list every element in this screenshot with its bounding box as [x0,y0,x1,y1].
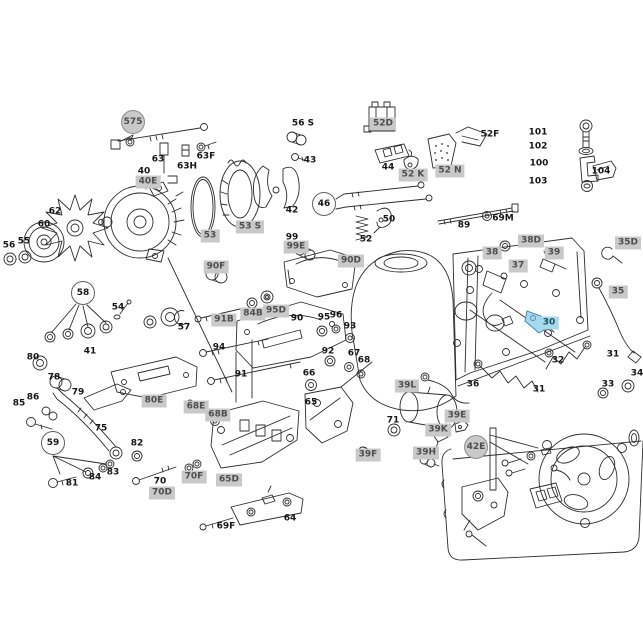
part-label-63-1[interactable]: 63 [151,154,165,165]
part-label-89-30[interactable]: 89 [457,220,471,231]
part-label-84b-47[interactable]: 84B [240,307,266,321]
part-label-104-29[interactable]: 104 [591,166,611,177]
part-label-57-61[interactable]: 57 [177,322,191,333]
part-label-63h-2[interactable]: 63H [176,161,198,172]
part-label-68b-81[interactable]: 68B [205,408,231,422]
part-label-71-86[interactable]: 71 [386,415,400,426]
part-label-41-64[interactable]: 41 [83,346,97,357]
part-label-80e-79[interactable]: 80E [141,394,167,408]
part-label-39f-89[interactable]: 39F [355,448,381,462]
part-label-90-50[interactable]: 90 [290,313,304,324]
part-label-36-44[interactable]: 36 [466,379,480,390]
part-label-35-37[interactable]: 35 [608,285,628,299]
part-label-63f-3[interactable]: 63F [196,151,216,162]
part-label-65-60[interactable]: 65 [304,397,318,408]
part-label-40-4[interactable]: 40 [137,166,151,177]
part-label-53s-11[interactable]: 53 S [235,220,265,234]
part-label-81-75[interactable]: 81 [65,478,79,489]
part-label-78-66[interactable]: 78 [47,372,61,383]
part-label-39e-87[interactable]: 39E [444,409,470,423]
part-label-91b-49[interactable]: 91B [211,313,237,327]
part-label-50-21[interactable]: 50 [382,214,396,225]
part-label-85-68[interactable]: 85 [12,398,26,409]
part-label-30-38[interactable]: 30 [539,316,559,330]
part-label-64-83[interactable]: 64 [283,513,297,524]
part-label-52d-15[interactable]: 52D [370,117,396,131]
part-label-34-43[interactable]: 34 [630,368,643,379]
part-label-52-22[interactable]: 52 [359,234,373,245]
part-label-575-0[interactable]: 575 [121,110,145,134]
part-label-90d-46[interactable]: 90D [338,254,364,268]
part-label-46-20[interactable]: 46 [312,192,336,216]
part-label-70d-77[interactable]: 70D [149,486,175,500]
part-label-43-13[interactable]: 43 [303,155,317,166]
part-label-79-69[interactable]: 79 [71,387,85,398]
part-label-52k-17[interactable]: 52 K [398,168,428,182]
part-label-70-76[interactable]: 70 [153,476,167,487]
part-label-40e-5[interactable]: 40E [135,175,161,189]
part-label-44-16[interactable]: 44 [381,162,395,173]
part-label-66-58[interactable]: 66 [302,368,316,379]
part-label-53-10[interactable]: 53 [200,229,220,243]
part-label-38d-32[interactable]: 38D [518,234,544,248]
part-label-39h-90[interactable]: 39H [412,446,440,460]
part-label-60-7[interactable]: 60 [37,219,51,230]
part-label-56s-12[interactable]: 56 S [291,118,315,129]
part-label-69f-84[interactable]: 69F [216,521,236,532]
part-label-39-35[interactable]: 39 [544,246,564,260]
part-label-80-65[interactable]: 80 [26,352,40,363]
part-label-101-25[interactable]: 101 [528,127,548,138]
part-label-37-36[interactable]: 37 [508,259,528,273]
part-label-86-67[interactable]: 86 [26,392,40,403]
part-label-62-6[interactable]: 62 [48,206,62,217]
part-label-100-27[interactable]: 100 [529,158,549,169]
part-label-95d-48[interactable]: 95D [263,304,289,318]
part-label-94-54[interactable]: 94 [212,342,226,353]
part-label-32-39[interactable]: 32 [551,355,565,366]
part-label-35d-33[interactable]: 35D [615,236,641,250]
part-label-42-14[interactable]: 42 [285,205,299,216]
part-label-102-26[interactable]: 102 [528,141,548,152]
part-label-52n-18[interactable]: 52 N [435,164,465,178]
part-label-68-57[interactable]: 68 [357,355,371,366]
part-label-99e-24[interactable]: 99E [283,240,309,254]
part-label-92-55[interactable]: 92 [321,346,335,357]
part-label-31-40[interactable]: 31 [606,349,620,360]
part-label-42e-91[interactable]: 42E [464,435,488,459]
part-label-96-52[interactable]: 96 [329,310,343,321]
part-label-59-71[interactable]: 59 [41,431,65,455]
part-label-52f-19[interactable]: 52F [480,129,500,140]
part-label-69m-31[interactable]: 69M [492,213,514,224]
part-label-90f-45[interactable]: 90F [203,260,229,274]
part-label-82-72[interactable]: 82 [130,438,144,449]
part-label-83-73[interactable]: 83 [106,467,120,478]
part-label-70f-78[interactable]: 70F [181,470,207,484]
part-label-103-28[interactable]: 103 [528,176,548,187]
part-label-84-74[interactable]: 84 [88,472,102,483]
part-label-68e-80[interactable]: 68E [183,400,209,414]
part-label-58-62[interactable]: 58 [71,281,95,305]
part-label-67-56[interactable]: 67 [347,348,361,359]
part-label-39l-85[interactable]: 39L [394,379,420,393]
part-label-99-23[interactable]: 99 [285,232,299,243]
part-label-39k-88[interactable]: 39K [425,423,451,437]
part-label-95-51[interactable]: 95 [317,312,331,323]
part-label-56-8[interactable]: 56 [2,240,16,251]
part-label-54-63[interactable]: 54 [111,302,125,313]
part-label-93-53[interactable]: 93 [343,321,357,332]
part-label-65d-82[interactable]: 65D [216,473,242,487]
part-label-75-70[interactable]: 75 [94,423,108,434]
part-label-33-42[interactable]: 33 [601,379,615,390]
part-label-38-34[interactable]: 38 [482,246,502,260]
part-label-55-9[interactable]: 55 [17,236,31,247]
part-label-91-59[interactable]: 91 [234,369,248,380]
part-label-31-41[interactable]: 31 [532,384,546,395]
